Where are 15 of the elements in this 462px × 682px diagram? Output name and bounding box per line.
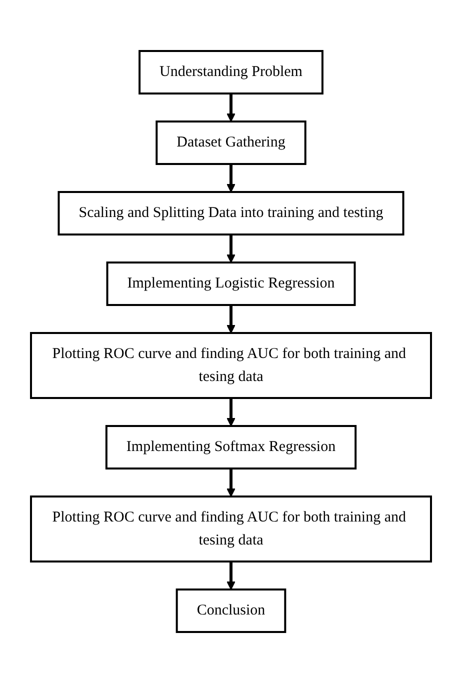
arrow [226,561,236,590]
arrow [226,234,236,262]
node-box: Plotting ROC curve and finding AUC for both training and tesing data [30,495,432,562]
node-box: Implementing Logistic Regression [106,261,356,306]
node-box: Plotting ROC curve and finding AUC for both training and tesing data [30,332,432,398]
arrow [226,164,236,192]
arrow [226,93,236,122]
node-box: Implementing Softmax Regression [105,424,357,469]
arrow [226,304,236,333]
arrow [226,468,236,496]
node-box: Understanding Problem [138,50,324,94]
node-box: Dataset Gathering [156,120,306,164]
node-box: Conclusion [176,588,286,632]
arrow [226,398,236,426]
node-box: Scaling and Splitting Data into training and testing [58,190,404,235]
